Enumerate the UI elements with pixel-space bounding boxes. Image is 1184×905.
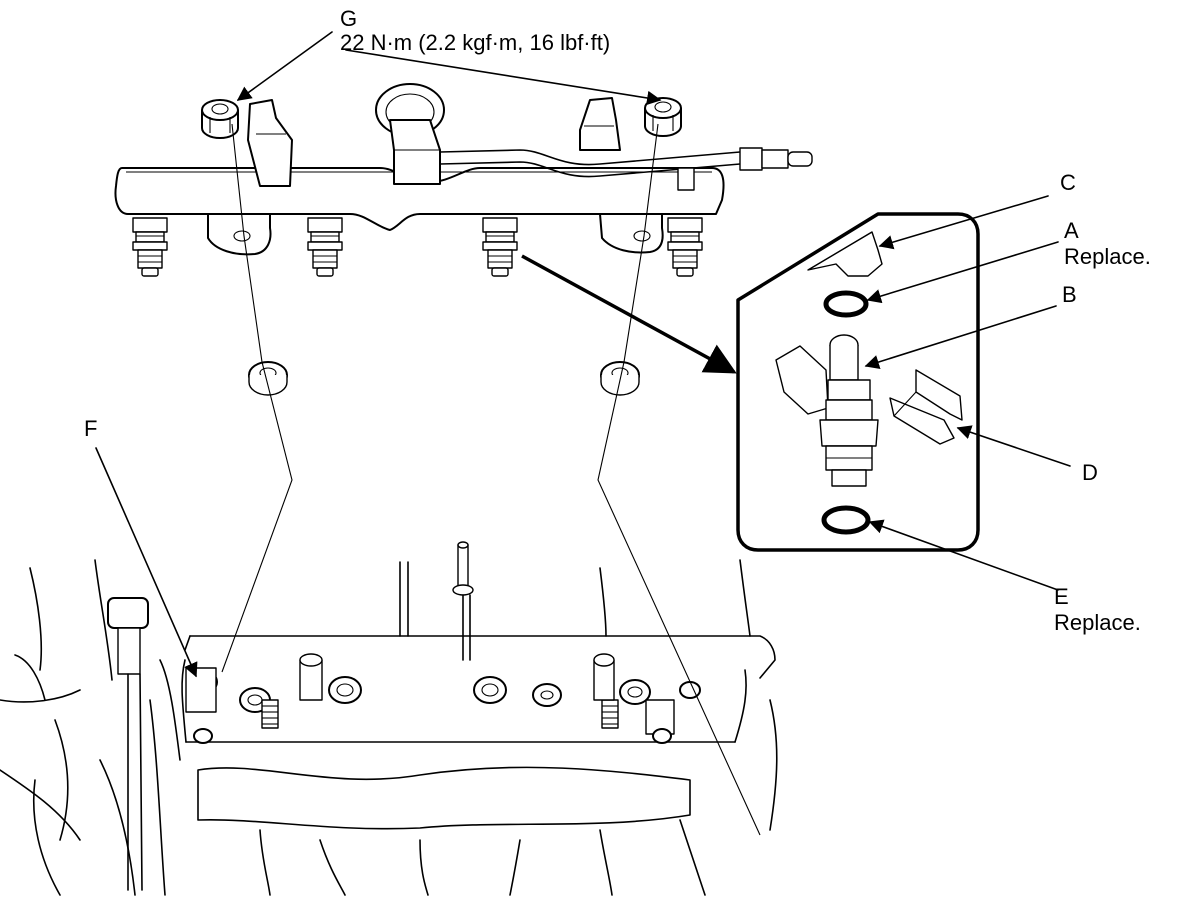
callout-g-letter: G xyxy=(340,6,357,31)
leader-e xyxy=(868,519,1059,591)
leader-lines xyxy=(95,31,1071,678)
labels: G 22 N·m (2.2 kgf·m, 16 lbf·ft) C A Repl… xyxy=(84,6,1151,635)
callout-a-note: Replace. xyxy=(1064,244,1151,269)
callout-g-torque: 22 N·m (2.2 kgf·m, 16 lbf·ft) xyxy=(340,30,610,55)
stud xyxy=(261,699,279,729)
leader-g-right xyxy=(345,49,662,106)
intake-manifold xyxy=(0,541,778,896)
callout-e-note: Replace. xyxy=(1054,610,1141,635)
callout-a-letter: A xyxy=(1064,218,1079,243)
leader-c xyxy=(878,195,1049,250)
stud xyxy=(601,699,619,729)
callout-f-letter: F xyxy=(84,416,97,441)
alignment-lines xyxy=(221,123,761,836)
insulator-left xyxy=(248,361,288,396)
detail-arrow xyxy=(521,254,737,374)
fuel-rail-assembly xyxy=(114,83,813,277)
leader-g-left xyxy=(236,31,333,101)
callout-e-letter: E xyxy=(1054,584,1069,609)
leader-b xyxy=(864,305,1057,369)
detail-inset xyxy=(736,212,980,552)
callout-c-letter: C xyxy=(1060,170,1076,195)
leader-f xyxy=(95,447,198,678)
leader-d xyxy=(956,425,1071,467)
callout-b-letter: B xyxy=(1062,282,1077,307)
callout-d-letter: D xyxy=(1082,460,1098,485)
leader-a xyxy=(866,241,1059,304)
